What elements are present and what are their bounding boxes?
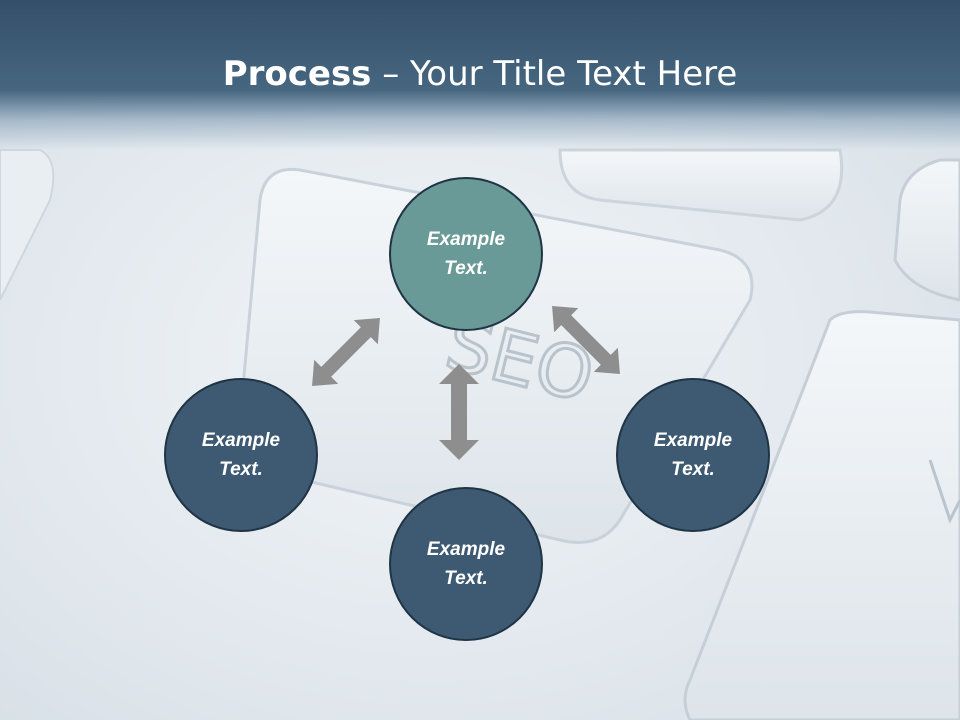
double-arrow-top-left [312,318,380,386]
node-left-label: Example Text. [201,430,281,480]
process-node-bottom: Example Text. [389,487,543,641]
process-node-right: Example Text. [616,378,770,532]
double-arrow-vertical [439,364,479,460]
node-top-label: Example Text. [426,229,506,279]
title-rest: – Your Title Text Here [371,54,738,94]
title-bar [0,0,960,150]
node-bottom-label: Example Text. [426,539,506,589]
node-right-label: Example Text. [653,430,733,480]
process-node-top: Example Text. [389,177,543,331]
title-bold: Process [222,54,372,94]
process-node-left: Example Text. [164,378,318,532]
page-title: Process – Your Title Text Here [0,52,960,96]
double-arrow-top-right [552,306,620,374]
